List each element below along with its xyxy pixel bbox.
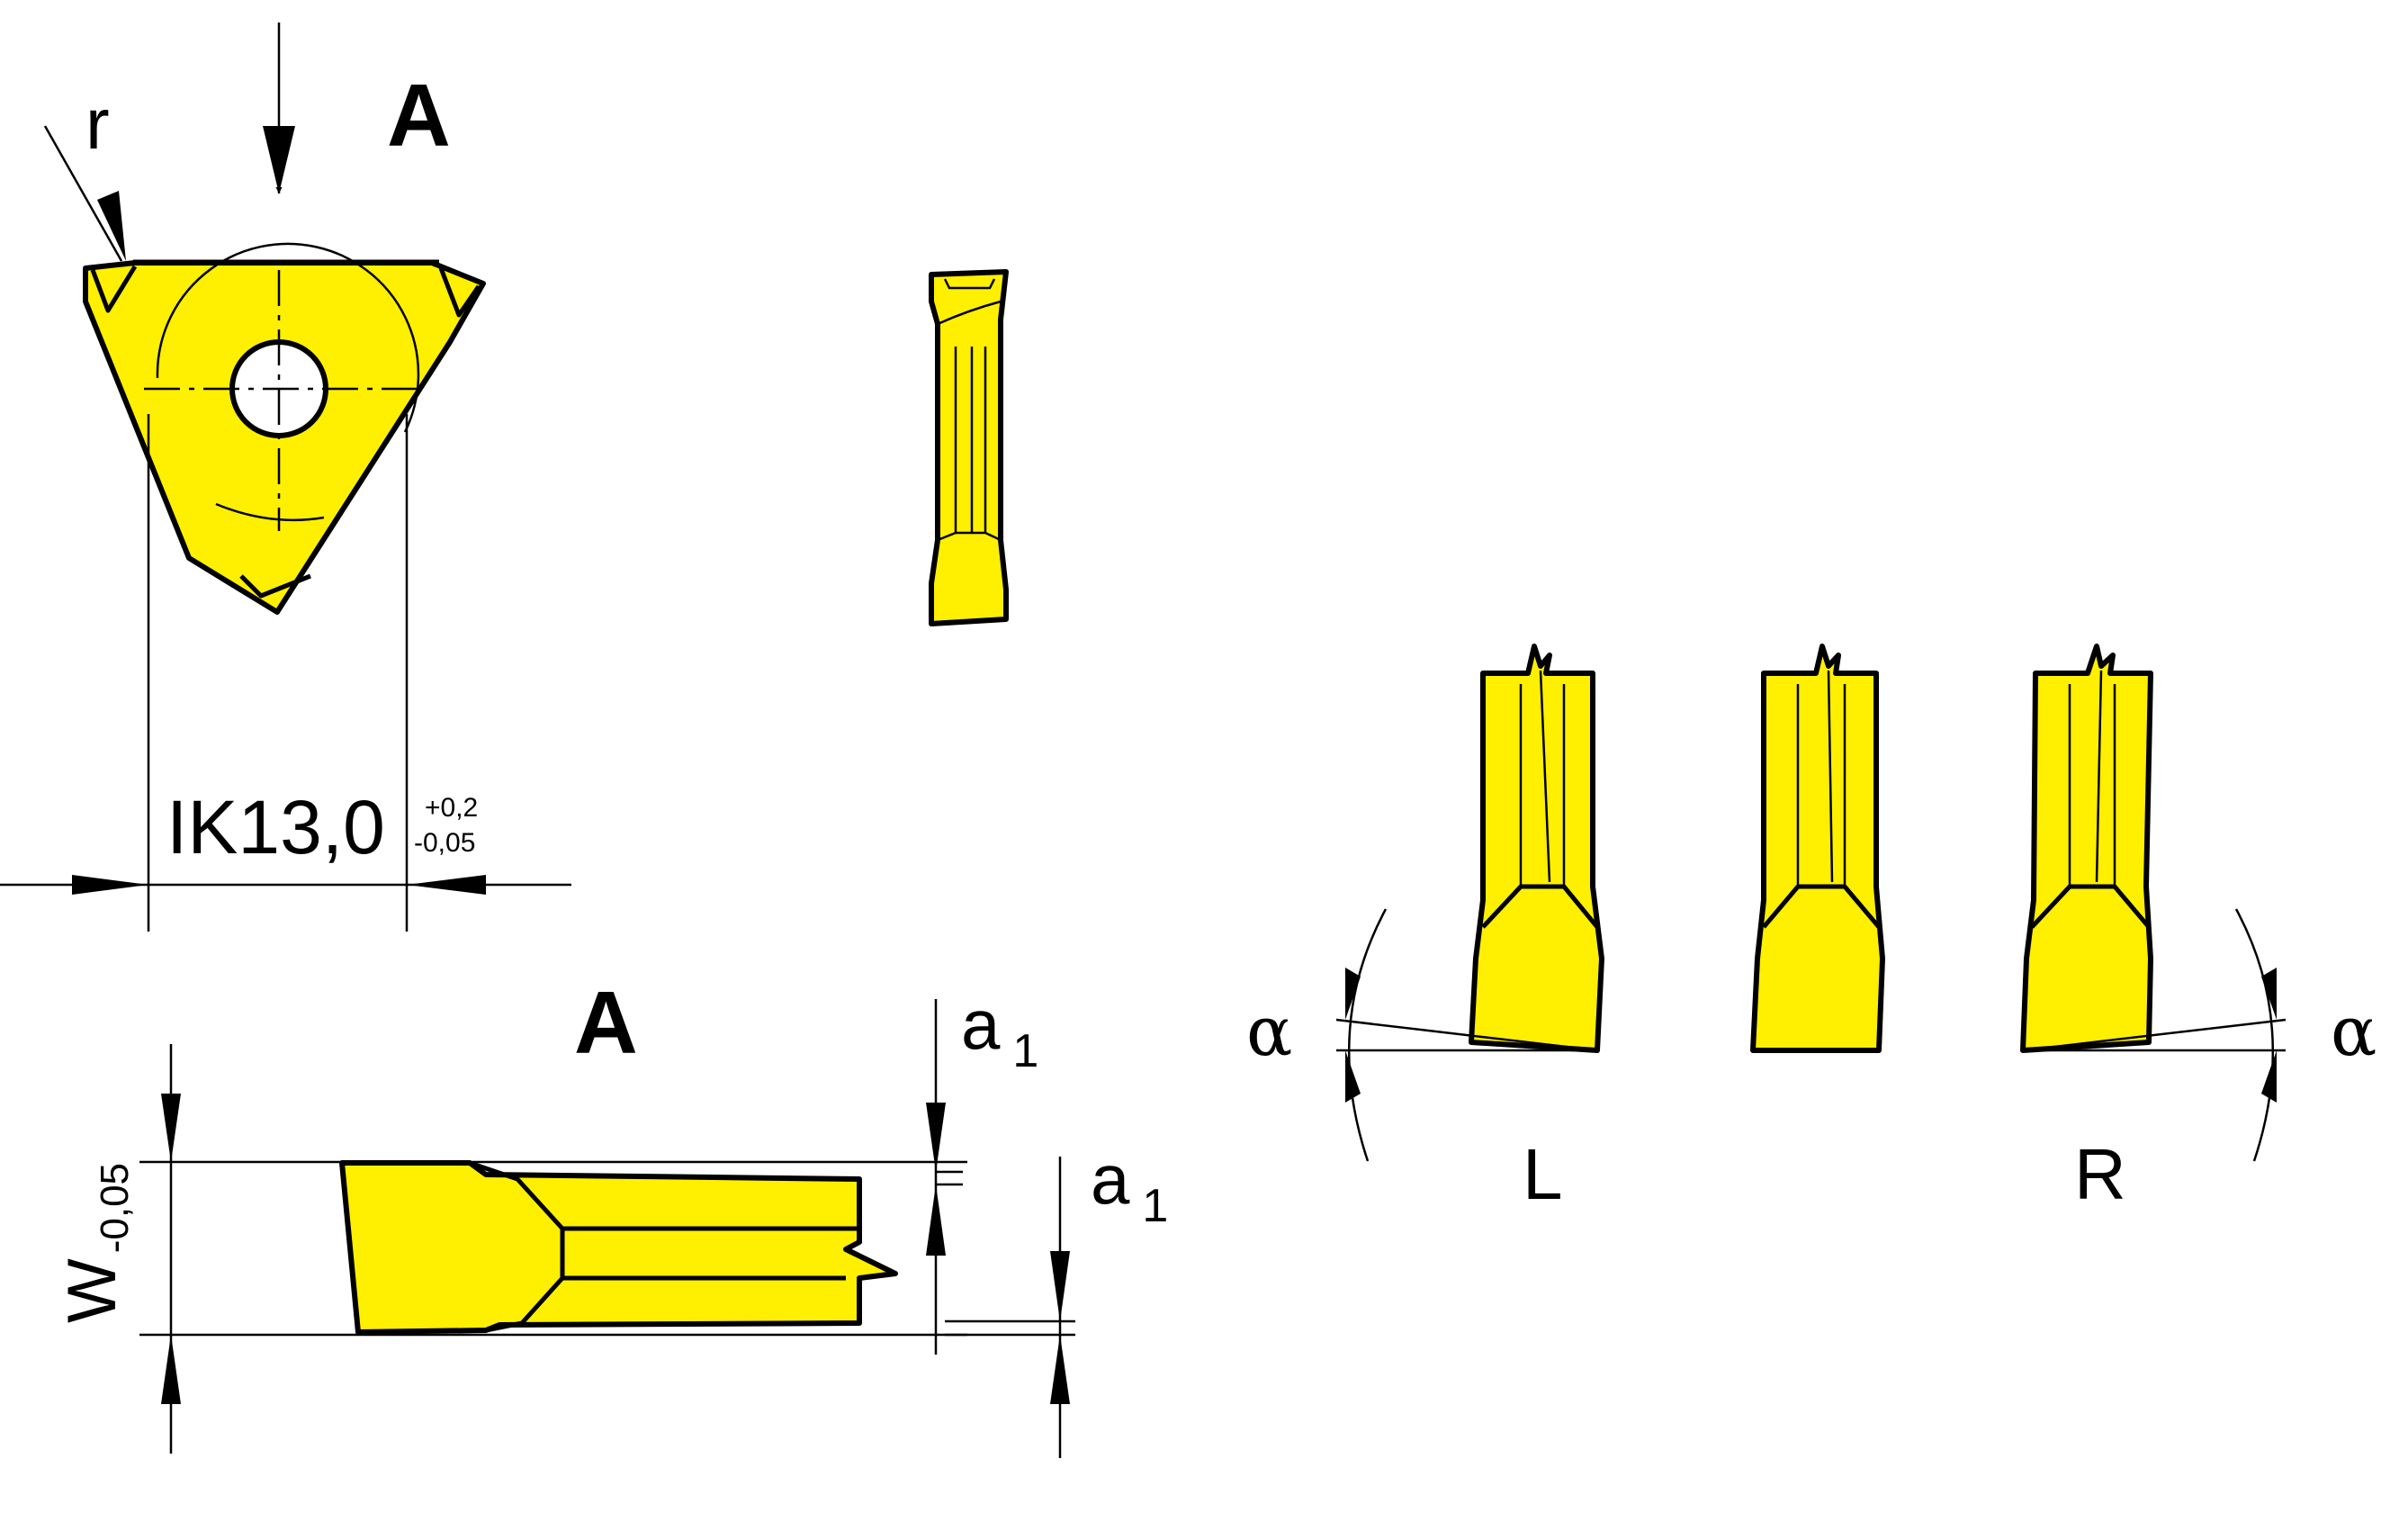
- a1-upper-arrow-up: [926, 1184, 946, 1256]
- variant-left-insert: [1469, 644, 1604, 1053]
- view-marker-section: A: [574, 973, 638, 1072]
- left-angle-arrow-top: [1345, 968, 1361, 1020]
- variant-label-left: L: [1523, 1134, 1563, 1214]
- a1-upper-sub: 1: [1012, 1025, 1038, 1077]
- corner-facet-left: [90, 265, 138, 313]
- left-angle-arrow-bottom: [1345, 1050, 1361, 1103]
- ik-tol-lower: -0,05: [414, 828, 475, 858]
- w-arrow-top: [161, 1094, 181, 1162]
- view-a-arrowhead-top: [263, 126, 295, 194]
- left-angle-tilted-line: [1335, 1018, 1598, 1052]
- right-insert-chamfer: [2030, 884, 2151, 929]
- corner-facet-right: [438, 267, 481, 318]
- right-angle-arc: [2234, 908, 2274, 1162]
- a1-lower-a: a: [1091, 1139, 1130, 1219]
- neutral-insert-body: [1750, 644, 1885, 1053]
- left-insert-body: [1469, 644, 1604, 1053]
- insert-side-view: [929, 269, 1009, 626]
- a1-lower-arrow-down: [1050, 1251, 1070, 1321]
- radius-leader: [43, 125, 123, 262]
- right-insert-rake: [2095, 670, 2103, 883]
- ik-tol-upper: +0,2: [425, 793, 478, 823]
- a1-upper-a: a: [961, 985, 1001, 1064]
- ik-dimension: IK13,0 +0,2 -0,05: [0, 414, 571, 932]
- w-label: W -0,05: [54, 1163, 137, 1323]
- left-angle-arc: [1348, 908, 1388, 1162]
- width-dimension: W -0,05: [54, 1044, 967, 1454]
- section-step-upper: [469, 1160, 859, 1231]
- left-angle-symbol: α: [1246, 991, 1292, 1071]
- left-insert-chamfer: [1481, 884, 1599, 929]
- w-arrow-bottom: [161, 1335, 181, 1404]
- right-insert-body: [2020, 644, 2153, 1053]
- right-angle-arrow-bottom: [2261, 1050, 2277, 1103]
- left-insert-rake: [1539, 670, 1551, 883]
- chip-breaker-arc: [156, 242, 420, 433]
- radius-label: r: [85, 84, 110, 164]
- variant-right-insert: [2020, 644, 2153, 1053]
- section-step-lower: [485, 1275, 846, 1333]
- a1-upper-arrow-down: [926, 1103, 946, 1172]
- w-label-tolerance: -0,05: [93, 1163, 137, 1253]
- side-view-top-cap: [943, 278, 996, 290]
- section-view-insert: [339, 1160, 898, 1335]
- side-view-bevel-top: [937, 300, 1002, 326]
- w-label-letter: W: [54, 1258, 130, 1323]
- a1-lower-arrow-up: [1050, 1335, 1070, 1404]
- right-angle-arrow-top: [2261, 968, 2277, 1020]
- ik-label: IK13,0: [166, 785, 385, 869]
- right-angle-tilted-line: [2022, 1018, 2287, 1052]
- right-clearance-angle: α: [2022, 908, 2377, 1162]
- right-angle-symbol: α: [2331, 991, 2377, 1071]
- ik-arrow-right: [407, 875, 486, 895]
- side-view-body: [929, 269, 1009, 626]
- side-view-bevel-bottom: [937, 531, 1002, 542]
- neutral-insert-chamfer: [1762, 884, 1881, 929]
- neutral-insert-rake: [1827, 670, 1834, 883]
- triangular-insert-top-view: [83, 242, 486, 615]
- ik-arrow-left: [72, 875, 148, 895]
- variant-neutral-insert: [1750, 644, 1885, 1053]
- radius-arrowhead: [97, 191, 126, 261]
- left-clearance-angle: α: [1246, 908, 1598, 1162]
- a1-lower-sub: 1: [1142, 1180, 1168, 1232]
- corner-facet-bottom: [239, 573, 311, 599]
- chip-breaker-arc-lower: [215, 502, 325, 522]
- variant-label-right: R: [2074, 1134, 2126, 1214]
- view-marker-top: A: [387, 66, 451, 165]
- section-view-body: [339, 1160, 898, 1335]
